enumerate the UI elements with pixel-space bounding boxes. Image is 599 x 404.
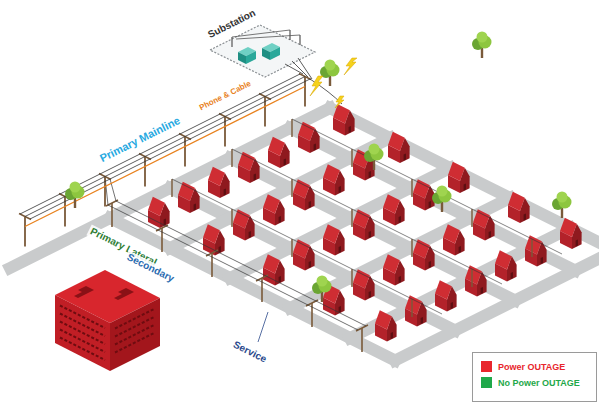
primary-mainline: [19, 74, 342, 247]
house: [383, 254, 405, 285]
feeder-wire: [285, 58, 312, 79]
bus-wire: [232, 30, 300, 39]
house: [268, 137, 290, 168]
mainline-wire: [20, 74, 310, 219]
legend-text: Power OUTAGE: [498, 362, 565, 372]
house: [560, 218, 582, 249]
fault-tree: [320, 60, 340, 87]
house: [388, 132, 410, 163]
transformer: [238, 47, 256, 64]
house: [148, 197, 170, 228]
house: [208, 167, 230, 198]
house: [353, 209, 375, 240]
house: [495, 250, 517, 281]
hospital-cross: [114, 288, 134, 300]
legend-row: No Power OUTAGE: [481, 377, 588, 388]
hospital: [55, 270, 160, 371]
house: [465, 265, 487, 296]
house: [293, 179, 315, 210]
legend-box: Power OUTAGE No Power OUTAGE: [472, 352, 597, 402]
secondary-lines: [172, 119, 562, 317]
tree: [472, 32, 492, 59]
house: [443, 224, 465, 255]
house: [435, 280, 457, 311]
primary-lateral: [105, 177, 368, 352]
house: [375, 310, 397, 341]
tree: [312, 276, 332, 303]
house: [263, 254, 285, 285]
crossarm: [19, 74, 311, 220]
trees: [65, 32, 572, 303]
leader-line: [258, 312, 268, 342]
house: [323, 224, 345, 255]
house: [203, 224, 225, 255]
lateral-pole: [112, 203, 362, 352]
house: [238, 152, 260, 183]
windows: [60, 306, 155, 361]
legend-swatch: [481, 377, 492, 388]
transformer: [262, 43, 280, 60]
bus-post: [232, 30, 300, 47]
fault-spark: [310, 58, 357, 108]
house: [353, 269, 375, 300]
house: [298, 122, 320, 153]
house: [323, 164, 345, 195]
phone-cable-wire: [25, 87, 305, 227]
house: [293, 239, 315, 270]
line-label: Service: [229, 338, 270, 366]
house: [448, 162, 470, 193]
house: [263, 194, 285, 225]
tree: [552, 192, 572, 219]
tree: [364, 144, 384, 171]
secondary-wire: [172, 119, 562, 314]
tree: [65, 182, 85, 209]
legend-row: Power OUTAGE: [481, 361, 588, 372]
house: [178, 182, 200, 213]
crossarm: [106, 200, 368, 331]
line-label: Phone & Cable: [196, 78, 254, 114]
house: [413, 239, 435, 270]
houses: [148, 104, 582, 341]
house: [383, 194, 405, 225]
house: [233, 209, 255, 240]
line-label: Primary Mainline: [96, 113, 184, 166]
utility-pole: [25, 77, 305, 247]
house: [508, 192, 530, 223]
house: [333, 104, 355, 135]
tree: [432, 186, 452, 213]
legend-swatch: [481, 361, 492, 372]
house: [413, 179, 435, 210]
house: [525, 235, 547, 266]
legend-text: No Power OUTAGE: [498, 378, 580, 388]
hospital-cross: [74, 286, 94, 298]
house: [473, 209, 495, 240]
house: [405, 295, 427, 326]
